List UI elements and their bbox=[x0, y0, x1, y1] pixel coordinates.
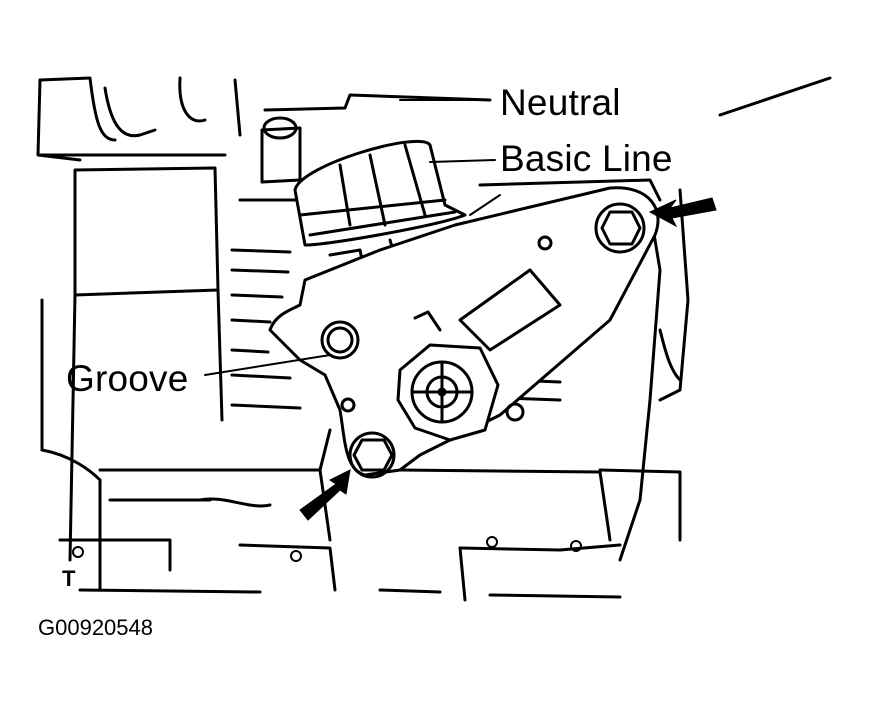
transmission-case-outline bbox=[36, 76, 832, 602]
neutral-label-line2: Basic Line bbox=[500, 138, 673, 179]
neutral-label-line1: Neutral bbox=[500, 82, 621, 123]
figure-id: G00920548 bbox=[38, 615, 153, 640]
leader-lines bbox=[204, 99, 501, 376]
groove-label: Groove bbox=[66, 358, 189, 399]
arrow-icon bbox=[299, 469, 351, 521]
switch-plate bbox=[268, 186, 660, 479]
arrow-icon bbox=[648, 197, 717, 228]
orientation-mark: T bbox=[62, 566, 76, 591]
